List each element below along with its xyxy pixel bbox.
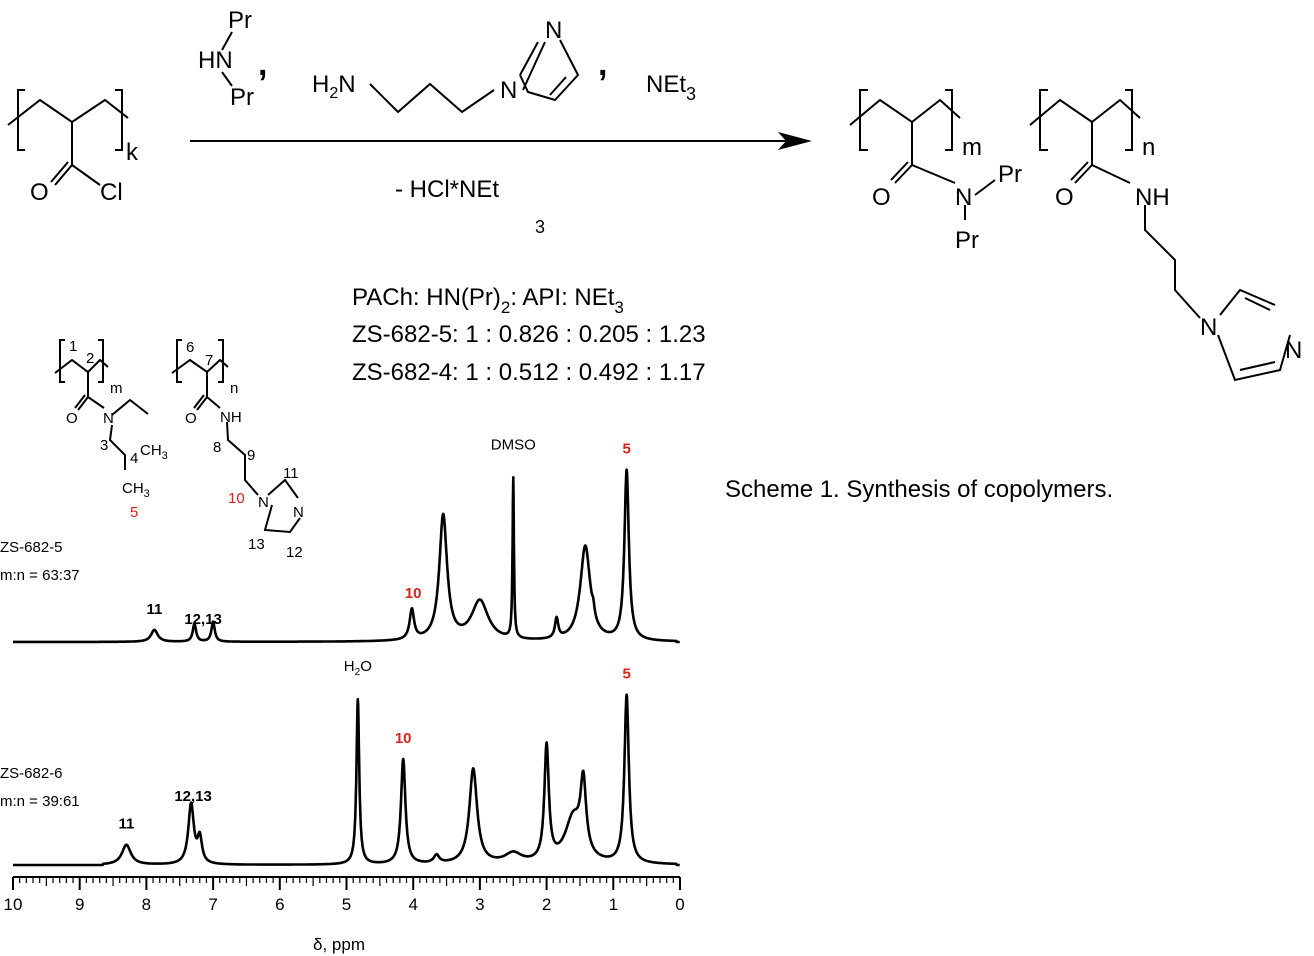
svg-text:2: 2 <box>86 350 94 367</box>
ratio-row-1: ZS-682-5: 1 : 0.826 : 0.205 : 1.23 <box>352 321 706 348</box>
x-axis-label: δ, ppm <box>313 935 365 954</box>
x-tick-label: 10 <box>4 895 23 914</box>
x-tick-label: 7 <box>208 895 217 914</box>
nitrogen: N <box>955 184 972 211</box>
reaction-arrow <box>190 132 812 150</box>
oxygen: O <box>872 184 891 211</box>
oxygen: O <box>1055 184 1074 211</box>
imidazole-n: N <box>500 77 517 104</box>
svg-text:O: O <box>185 410 197 427</box>
svg-text:N: N <box>103 410 114 427</box>
svg-text:10: 10 <box>228 490 245 507</box>
svg-text:n: n <box>230 380 238 397</box>
product-structure: m O N Pr Pr n O NH N N <box>849 89 1302 382</box>
svg-text:8: 8 <box>213 439 221 456</box>
series-1-name: ZS-682-5 <box>0 539 63 556</box>
svg-text:CH3: CH3 <box>140 442 168 462</box>
oxygen: O <box>30 179 49 206</box>
svg-text:3: 3 <box>100 437 108 454</box>
x-tick-label: 8 <box>142 895 151 914</box>
reagents: Pr HN Pr , H2N N N , NEt3 <box>198 7 696 114</box>
peak-label: 10 <box>395 730 412 747</box>
chlorine: Cl <box>100 179 123 206</box>
svg-text:CH3: CH3 <box>122 480 150 500</box>
x-tick-label: 2 <box>542 895 551 914</box>
byproduct: - HCl*NEt <box>395 176 499 203</box>
peak-label: DMSO <box>491 436 536 453</box>
amino-group: H2N <box>312 71 356 102</box>
svg-text:4: 4 <box>130 450 138 467</box>
x-tick-label: 0 <box>675 895 684 914</box>
propyl: Pr <box>998 161 1022 188</box>
peak-label: 11 <box>118 816 134 833</box>
amide-nh: NH <box>1135 184 1170 211</box>
svg-text:O: O <box>66 410 78 427</box>
x-tick-label: 4 <box>408 895 417 914</box>
comma: , <box>258 45 267 83</box>
comma: , <box>598 45 607 83</box>
series-2-name: ZS-682-6 <box>0 765 63 782</box>
triethylamine: NEt3 <box>646 71 696 104</box>
svg-text:7: 7 <box>205 352 213 369</box>
propyl: Pr <box>955 227 979 254</box>
x-tick-label: 9 <box>75 895 84 914</box>
svg-text:5: 5 <box>130 504 138 521</box>
amine-hn: HN <box>198 47 233 74</box>
repeat-n: n <box>1142 134 1155 161</box>
x-tick-label: 1 <box>609 895 618 914</box>
svg-text:6: 6 <box>186 339 194 356</box>
svg-text:11: 11 <box>283 465 299 482</box>
svg-text:NH: NH <box>220 409 242 426</box>
peak-label: 10 <box>405 585 422 602</box>
peak-label: 12,13 <box>184 611 222 628</box>
peak-label: H2O <box>344 658 372 678</box>
svg-text:13: 13 <box>248 536 265 553</box>
svg-text:N: N <box>258 494 269 511</box>
peak-label: 12,13 <box>174 788 212 805</box>
x-tick-label: 6 <box>275 895 284 914</box>
peak-label: 11 <box>146 601 162 618</box>
spectrum-2 <box>12 693 681 867</box>
propyl: Pr <box>230 84 254 111</box>
peak-label: 5 <box>622 441 630 458</box>
series-2-subtitle: m:n = 39:61 <box>0 793 80 810</box>
repeat-m: m <box>962 134 982 161</box>
svg-text:1: 1 <box>69 338 77 355</box>
svg-text:N: N <box>293 504 304 521</box>
svg-text:9: 9 <box>247 447 255 464</box>
svg-text:12: 12 <box>286 544 303 561</box>
imidazole-n: N <box>545 17 562 44</box>
propyl: Pr <box>228 7 252 34</box>
x-tick-label: 5 <box>342 895 351 914</box>
byproduct-sub: 3 <box>535 217 545 237</box>
imidazole-n: N <box>1285 337 1302 364</box>
imidazole-n: N <box>1200 314 1217 341</box>
svg-text:m: m <box>110 380 123 397</box>
repeat-k: k <box>126 139 139 166</box>
peak-label: 5 <box>622 666 630 683</box>
x-tick-label: 3 <box>475 895 484 914</box>
copolymer-structure-labeled: 1 2 m O N CH3 3 4 CH3 5 6 7 n O NH 8 9 1… <box>54 338 304 561</box>
series-1-subtitle: m:n = 63:37 <box>0 567 80 584</box>
spectrum-1 <box>12 468 681 644</box>
ratio-row-2: ZS-682-4: 1 : 0.512 : 0.492 : 1.17 <box>352 359 706 386</box>
ratio-header: PACh: HN(Pr)2: API: NEt3 <box>352 284 624 317</box>
scheme-caption: Scheme 1. Synthesis of copolymers. <box>725 476 1113 503</box>
reactant-structure: k O Cl <box>7 89 139 206</box>
